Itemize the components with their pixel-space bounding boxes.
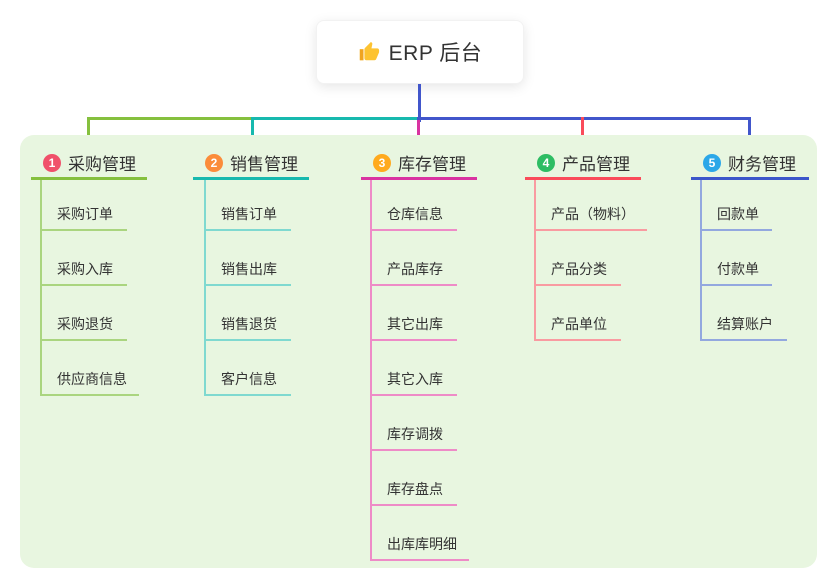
branch-badge-1: 1 [43, 153, 61, 172]
branch-badge-4: 4 [537, 153, 555, 172]
child-node[interactable]: 产品单位 [534, 307, 621, 341]
branch-vertical-line-purchase [40, 180, 42, 396]
branch-node-inventory[interactable]: 3 库存管理 [361, 148, 477, 180]
child-node[interactable]: 销售退货 [204, 307, 291, 341]
branch-vertical-line-product [534, 180, 536, 341]
branch-badge-3: 3 [373, 153, 391, 172]
branch-label: 财务管理 [728, 155, 796, 174]
thumbs-up-icon [359, 41, 379, 61]
trunk-segment-sales [251, 117, 420, 120]
root-connector-line [418, 84, 421, 122]
child-node[interactable]: 供应商信息 [40, 362, 139, 396]
branch-badge-2: 2 [205, 153, 223, 172]
child-node[interactable]: 结算账户 [700, 307, 787, 341]
child-node[interactable]: 库存盘点 [370, 472, 457, 506]
child-node[interactable]: 产品库存 [370, 252, 457, 286]
root-title: ERP 后台 [388, 42, 483, 65]
branch-vertical-line-inventory [370, 180, 372, 561]
drop-line-finance [748, 117, 751, 148]
branch-vertical-line-sales [204, 180, 206, 396]
branch-node-sales[interactable]: 2 销售管理 [193, 148, 309, 180]
child-node[interactable]: 销售订单 [204, 197, 291, 231]
child-node[interactable]: 采购退货 [40, 307, 127, 341]
child-node[interactable]: 付款单 [700, 252, 772, 286]
mindmap-panel [20, 135, 817, 568]
branch-node-finance[interactable]: 5 财务管理 [691, 148, 809, 180]
child-node[interactable]: 仓库信息 [370, 197, 457, 231]
branch-vertical-line-finance [700, 180, 702, 341]
branch-label: 产品管理 [562, 155, 630, 174]
branch-label: 销售管理 [230, 155, 298, 174]
trunk-segment-purchase [87, 117, 253, 120]
root-node[interactable]: ERP 后台 [316, 20, 524, 84]
child-node[interactable]: 采购入库 [40, 252, 127, 286]
branch-node-purchase[interactable]: 1 采购管理 [31, 148, 147, 180]
child-node[interactable]: 销售出库 [204, 252, 291, 286]
drop-line-purchase [87, 117, 90, 148]
drop-line-sales [251, 117, 254, 148]
child-node[interactable]: 其它入库 [370, 362, 457, 396]
child-node[interactable]: 库存调拨 [370, 417, 457, 451]
child-node[interactable]: 客户信息 [204, 362, 291, 396]
branch-label: 采购管理 [68, 155, 136, 174]
trunk-segment-finance [417, 117, 751, 120]
child-node[interactable]: 其它出库 [370, 307, 457, 341]
branch-node-product[interactable]: 4 产品管理 [525, 148, 641, 180]
child-node[interactable]: 采购订单 [40, 197, 127, 231]
child-node[interactable]: 出库库明细 [370, 527, 469, 561]
child-node[interactable]: 回款单 [700, 197, 772, 231]
child-node[interactable]: 产品分类 [534, 252, 621, 286]
drop-line-inventory [417, 120, 420, 148]
branch-badge-5: 5 [703, 153, 721, 172]
drop-line-product [581, 117, 584, 148]
branch-label: 库存管理 [398, 155, 466, 174]
child-node[interactable]: 产品（物料） [534, 197, 647, 231]
